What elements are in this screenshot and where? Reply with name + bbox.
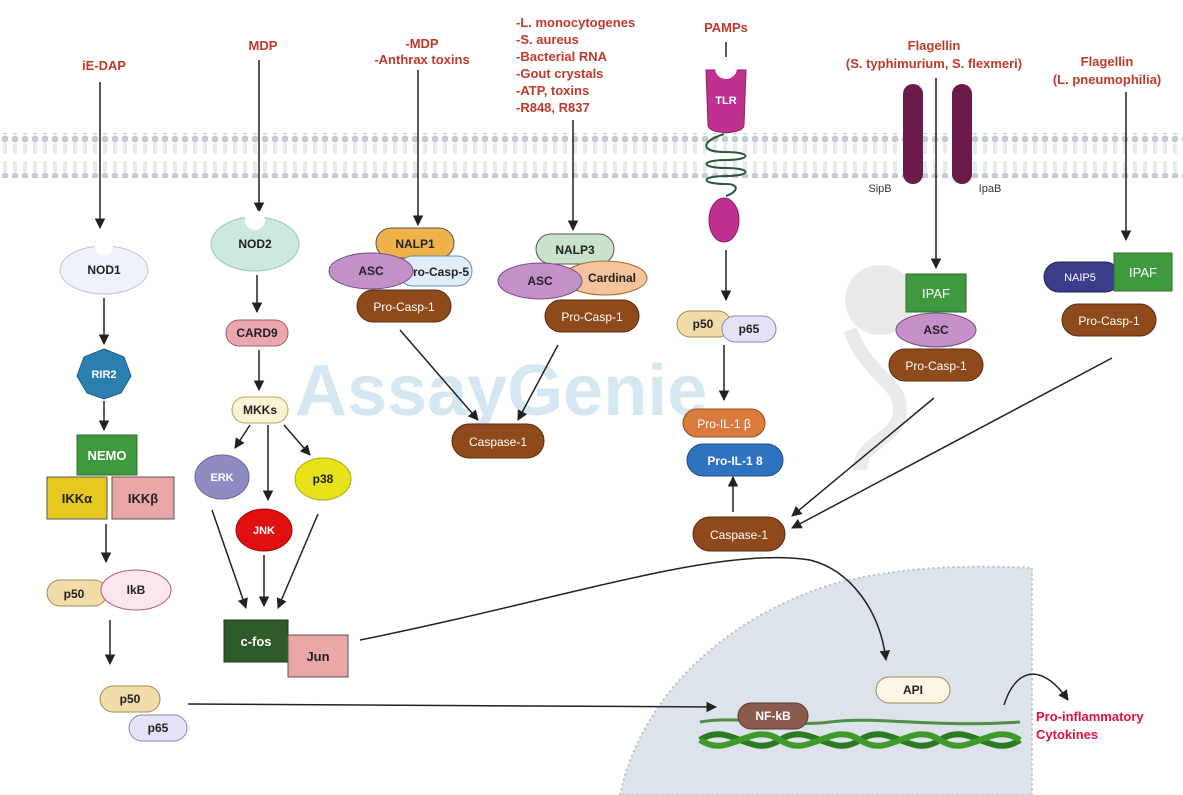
procasp1-label: Pro-Casp-1 [373, 300, 435, 314]
ipaf-label: IPAF [1129, 265, 1157, 280]
card9-node: CARD9 [225, 319, 289, 347]
ligand-iedap: iE-DAP [82, 58, 126, 73]
jnk-label: JNK [253, 525, 275, 537]
jnk-node: JNK [235, 508, 293, 552]
nalp1-inflammasome: NALP1 Pro-Casp-5 ASC Pro-Casp-1 [328, 227, 473, 323]
cytokines-label-1: Pro-inflammatory [1036, 709, 1144, 724]
watermark-logo-icon [843, 265, 915, 471]
nemo-node: NEMO [76, 434, 138, 476]
p65-label: p65 [739, 322, 760, 336]
rir2-node: RIR2 [76, 348, 132, 400]
erk-label: ERK [210, 472, 233, 484]
proil18-label: Pro-IL-1 8 [707, 454, 763, 468]
tlr-label: TLR [715, 95, 736, 107]
cytokines-label-2: Cytokines [1036, 727, 1098, 742]
p50-label: p50 [64, 587, 85, 601]
nod1-label: NOD1 [87, 263, 121, 277]
cardinal-label: Cardinal [588, 271, 636, 285]
card9-label: CARD9 [236, 326, 278, 340]
ipaf-inflammasome: IPAF ASC Pro-Casp-1 [888, 273, 984, 382]
ligand-flagellin-s-1: Flagellin [908, 38, 961, 53]
asc-label: ASC [527, 274, 553, 288]
p50-label: p50 [120, 692, 141, 706]
nalp1-label: NALP1 [395, 237, 435, 251]
nod2-label: NOD2 [238, 237, 272, 251]
nfkb-node: NF-kB [737, 702, 809, 730]
p50-p65-complex-left: p50 p65 [99, 685, 188, 742]
caspase1-right: Caspase-1 [692, 516, 786, 552]
ligand-nalp3-line: -R848, R837 [516, 100, 590, 115]
proil18-node: Pro-IL-1 8 [686, 443, 784, 477]
nod1-node: NOD1 [59, 237, 149, 295]
ligand-flagellin-l-1: Flagellin [1081, 54, 1134, 69]
cell-membrane [0, 133, 1183, 178]
ikkb-label: IKKβ [128, 491, 158, 506]
asc-label: ASC [923, 323, 949, 337]
ligand-pamps: PAMPs [704, 20, 748, 35]
p38-node: p38 [294, 457, 352, 501]
naip5-label: NAIP5 [1064, 272, 1096, 284]
p65-label: p65 [148, 721, 169, 735]
ligand-nalp3-line: -Bacterial RNA [516, 49, 608, 64]
proil1b-label: Pro-IL-1 β [697, 417, 751, 431]
procasp5-label: Pro-Casp-5 [405, 265, 469, 279]
cfos-label: c-fos [240, 634, 271, 649]
nemo-label: NEMO [88, 448, 127, 463]
ligand-nalp3-line: -S. aureus [516, 32, 579, 47]
nod2-node: NOD2 [210, 210, 300, 272]
nfkb-label: NF-kB [755, 709, 791, 723]
erk-node: ERK [194, 454, 250, 500]
ligand-nalp3-line: -Gout crystals [516, 66, 603, 81]
ligand-flagellin-s-2: (S. typhimurium, S. flexmeri) [846, 56, 1022, 71]
procasp1-label: Pro-Casp-1 [1078, 314, 1140, 328]
ligand-nalp3-line: -L. monocytogenes [516, 15, 635, 30]
ikka-node: IKKα [46, 476, 108, 520]
sipb-channel [903, 84, 923, 184]
nucleus [618, 565, 1033, 795]
ligand-mdp-anthrax-2: -Anthrax toxins [374, 52, 469, 67]
cfos-jun-complex: c-fos Jun [223, 619, 349, 678]
api-node: API [875, 676, 951, 704]
ikb-label: IkB [127, 583, 146, 597]
ligand-mdp: MDP [249, 38, 278, 53]
rir2-label: RIR2 [91, 369, 116, 381]
p38-label: p38 [313, 472, 334, 486]
tlr-receptor: TLR [705, 57, 747, 243]
ligand-nalp3-list: -L. monocytogenes -S. aureus -Bacterial … [516, 15, 635, 115]
ipab-channel [952, 84, 972, 184]
caspase1-center: Caspase-1 [451, 423, 545, 459]
procasp1-label: Pro-Casp-1 [561, 310, 623, 324]
jun-label: Jun [306, 649, 329, 664]
mkks-node: MKKs [231, 396, 289, 424]
nalp3-inflammasome: NALP3 Cardinal ASC Pro-Casp-1 [497, 233, 648, 333]
mkks-label: MKKs [243, 403, 277, 417]
p50-ikb-complex: p50 IkB [46, 569, 172, 611]
ligand-nalp3-line: -ATP, toxins [516, 83, 589, 98]
nalp3-label: NALP3 [555, 243, 595, 257]
naip5-inflammasome: NAIP5 IPAF Pro-Casp-1 [1043, 252, 1173, 337]
caspase1-label: Caspase-1 [469, 435, 527, 449]
api-label: API [903, 683, 923, 697]
caspase1-label: Caspase-1 [710, 528, 768, 542]
ipab-label: IpaB [979, 183, 1002, 195]
p50-p65-complex-right: p50 p65 [676, 310, 777, 343]
ipaf-label: IPAF [922, 286, 950, 301]
ligand-flagellin-l-2: (L. pneumophilia) [1053, 72, 1161, 87]
ikkb-node: IKKβ [111, 476, 175, 520]
procasp1-label: Pro-Casp-1 [905, 359, 967, 373]
proil1b-node: Pro-IL-1 β [682, 408, 766, 438]
sipb-label: SipB [868, 183, 891, 195]
ligand-mdp-anthrax-1: -MDP [405, 36, 439, 51]
watermark: AssayGenie [295, 351, 707, 431]
asc-label: ASC [358, 264, 384, 278]
p50-label: p50 [693, 317, 714, 331]
ikka-label: IKKα [62, 491, 92, 506]
